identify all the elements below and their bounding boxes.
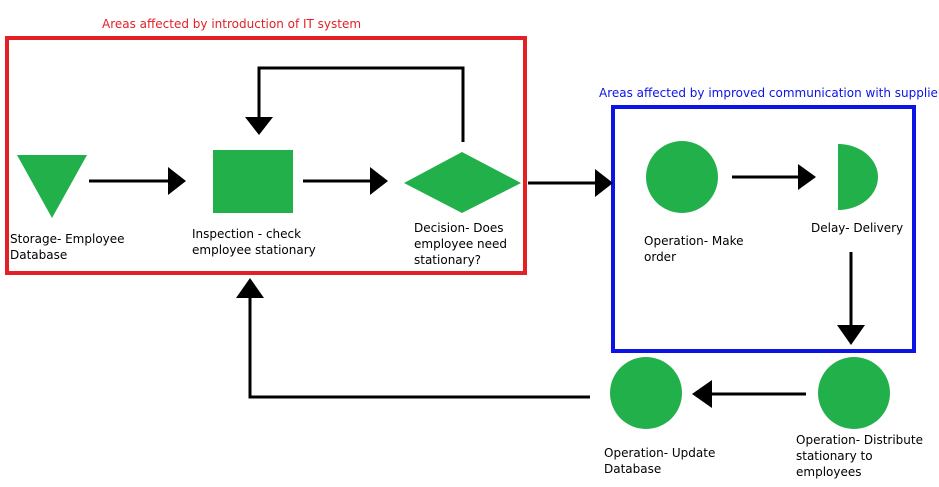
delay-d-shape [838, 144, 878, 210]
it-system-region-box [5, 36, 527, 275]
arrow-update-db-to-inspection-line [248, 298, 590, 399]
arrowhead-up-icon [236, 278, 264, 298]
decision-diamond-shape [404, 152, 521, 213]
arrowhead-right-icon [798, 164, 816, 190]
inspection-label: Inspection - check employee stationary [192, 227, 316, 257]
make-order-label: Operation- Make order [644, 234, 744, 264]
storage-label: Storage- Employee Database [10, 232, 125, 262]
inspection-square-shape [213, 150, 293, 213]
update-db-label: Operation- Update Database [604, 446, 716, 476]
distribute-label: Operation- Distribute stationary to empl… [796, 433, 923, 479]
arrowhead-left-icon [692, 380, 712, 408]
supplier-region-box [611, 105, 916, 353]
make-order-circle-shape [646, 141, 718, 213]
arrowhead-right-icon [595, 169, 613, 197]
connector-lines [89, 66, 853, 399]
distribute-circle-shape [818, 357, 890, 429]
arrowhead-right-icon [370, 167, 388, 195]
storage-triangle-shape [17, 155, 87, 218]
arrowhead-right-icon [168, 167, 186, 195]
arrowhead-down-icon [837, 325, 865, 345]
delay-label: Delay- Delivery [811, 221, 904, 235]
it-system-region-title: Areas affected by introduction of IT sys… [102, 17, 362, 31]
update-db-circle-shape [610, 357, 682, 429]
arrowhead-down-icon [245, 117, 273, 135]
supplier-region-title: Areas affected by improved communication… [599, 86, 939, 100]
decision-label: Decision- Does employee need stationary? [414, 221, 508, 267]
arrow-decision-to-inspection-loop-line [257, 66, 465, 142]
arrowheads [168, 117, 865, 408]
